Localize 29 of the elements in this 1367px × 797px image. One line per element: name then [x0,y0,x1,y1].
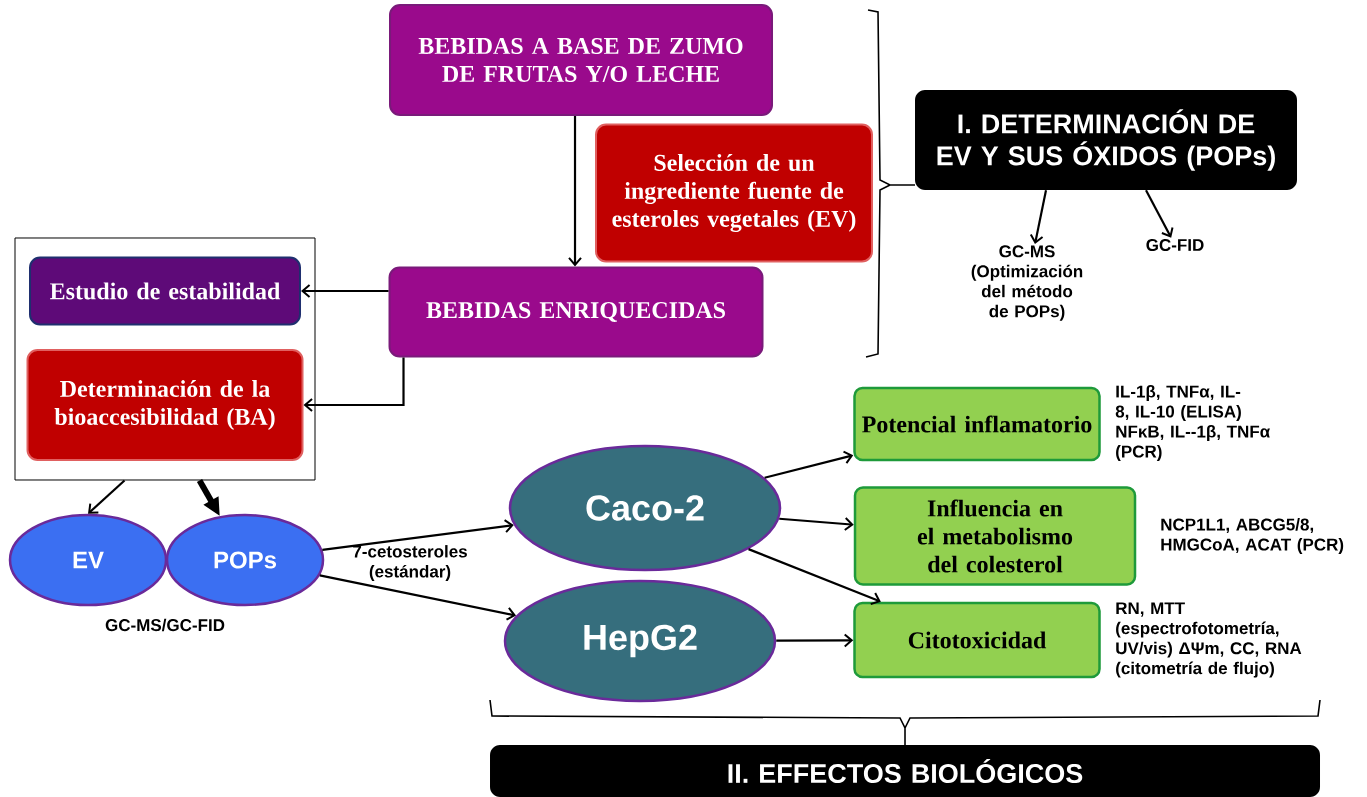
arrow [301,284,389,298]
note-text: 7-cetosteroles (estándar) [353,545,467,581]
arrow [319,574,517,621]
process-box: Estudio de estabilidad [29,256,301,326]
method-text: GC-MS (Optimización del método de POPs) [971,245,1083,321]
arrow [88,479,126,514]
arrow [303,357,405,412]
process-box: Selección de un ingrediente fuente de esteroles vegetales (EV) [595,123,873,263]
section-header-box: I. DETERMINACIÓN DE EV Y SUS ÓXIDOS (POPs) [915,90,1297,190]
method-text: IL-1β, TNFα, IL-8, IL-10 (ELISA) NFκB, IL--1β, TNFα (PCR) [1115,385,1270,461]
effect-box: Potencial inflamatorio [853,386,1101,462]
arrow [568,116,582,267]
method-text: NCP1L1, ABCG5/8, HMGCoA, ACAT (PCR) [1161,518,1344,554]
process-box: BEBIDAS ENRIQUECIDAS [388,266,764,358]
effect-box: Influencia en el metabolismo del colesterol [853,486,1137,586]
arrow [322,519,514,552]
process-box: Determinación de la bioaccesibilidad (BA) [26,349,304,461]
method-text: GC-FID [1146,239,1204,251]
process-box: BEBIDAS A BASE DE ZUMO DE FRUTAS Y/O LECHE [389,4,773,116]
arrow [764,450,854,479]
arrow [1145,189,1174,238]
effect-box: Citotoxicidad [853,601,1101,679]
method-text: RN, MTT (espectrofotometría, UV/vis) ΔΨm, CC, RNA (citometría de flujo) [1116,602,1302,678]
arrow [779,517,854,531]
arrow [1029,189,1048,245]
note-text: GC-MS/GC-FID [105,618,225,632]
arrow [748,548,881,606]
section-header-bar: II. EFFECTOS BIOLÓGICOS [490,745,1320,797]
arrow [776,633,854,648]
